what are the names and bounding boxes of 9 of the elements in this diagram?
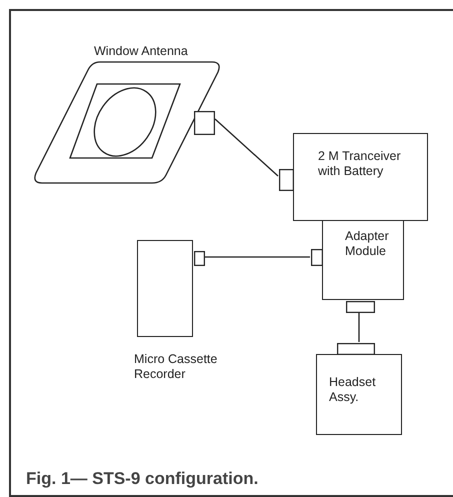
antenna-label: Window Antenna — [94, 44, 189, 59]
device-label: 2 M Tranceiver with Battery — [318, 149, 402, 179]
figure-caption: Fig. 1— STS-9 configuration. — [26, 469, 258, 489]
device-label: Headset Assy. — [329, 375, 377, 405]
device-label: Adapter Module — [345, 229, 390, 259]
cable — [358, 312, 360, 342]
cable — [204, 256, 310, 258]
device-label: Micro Cassette Recorder — [134, 352, 218, 382]
cable — [214, 118, 278, 176]
